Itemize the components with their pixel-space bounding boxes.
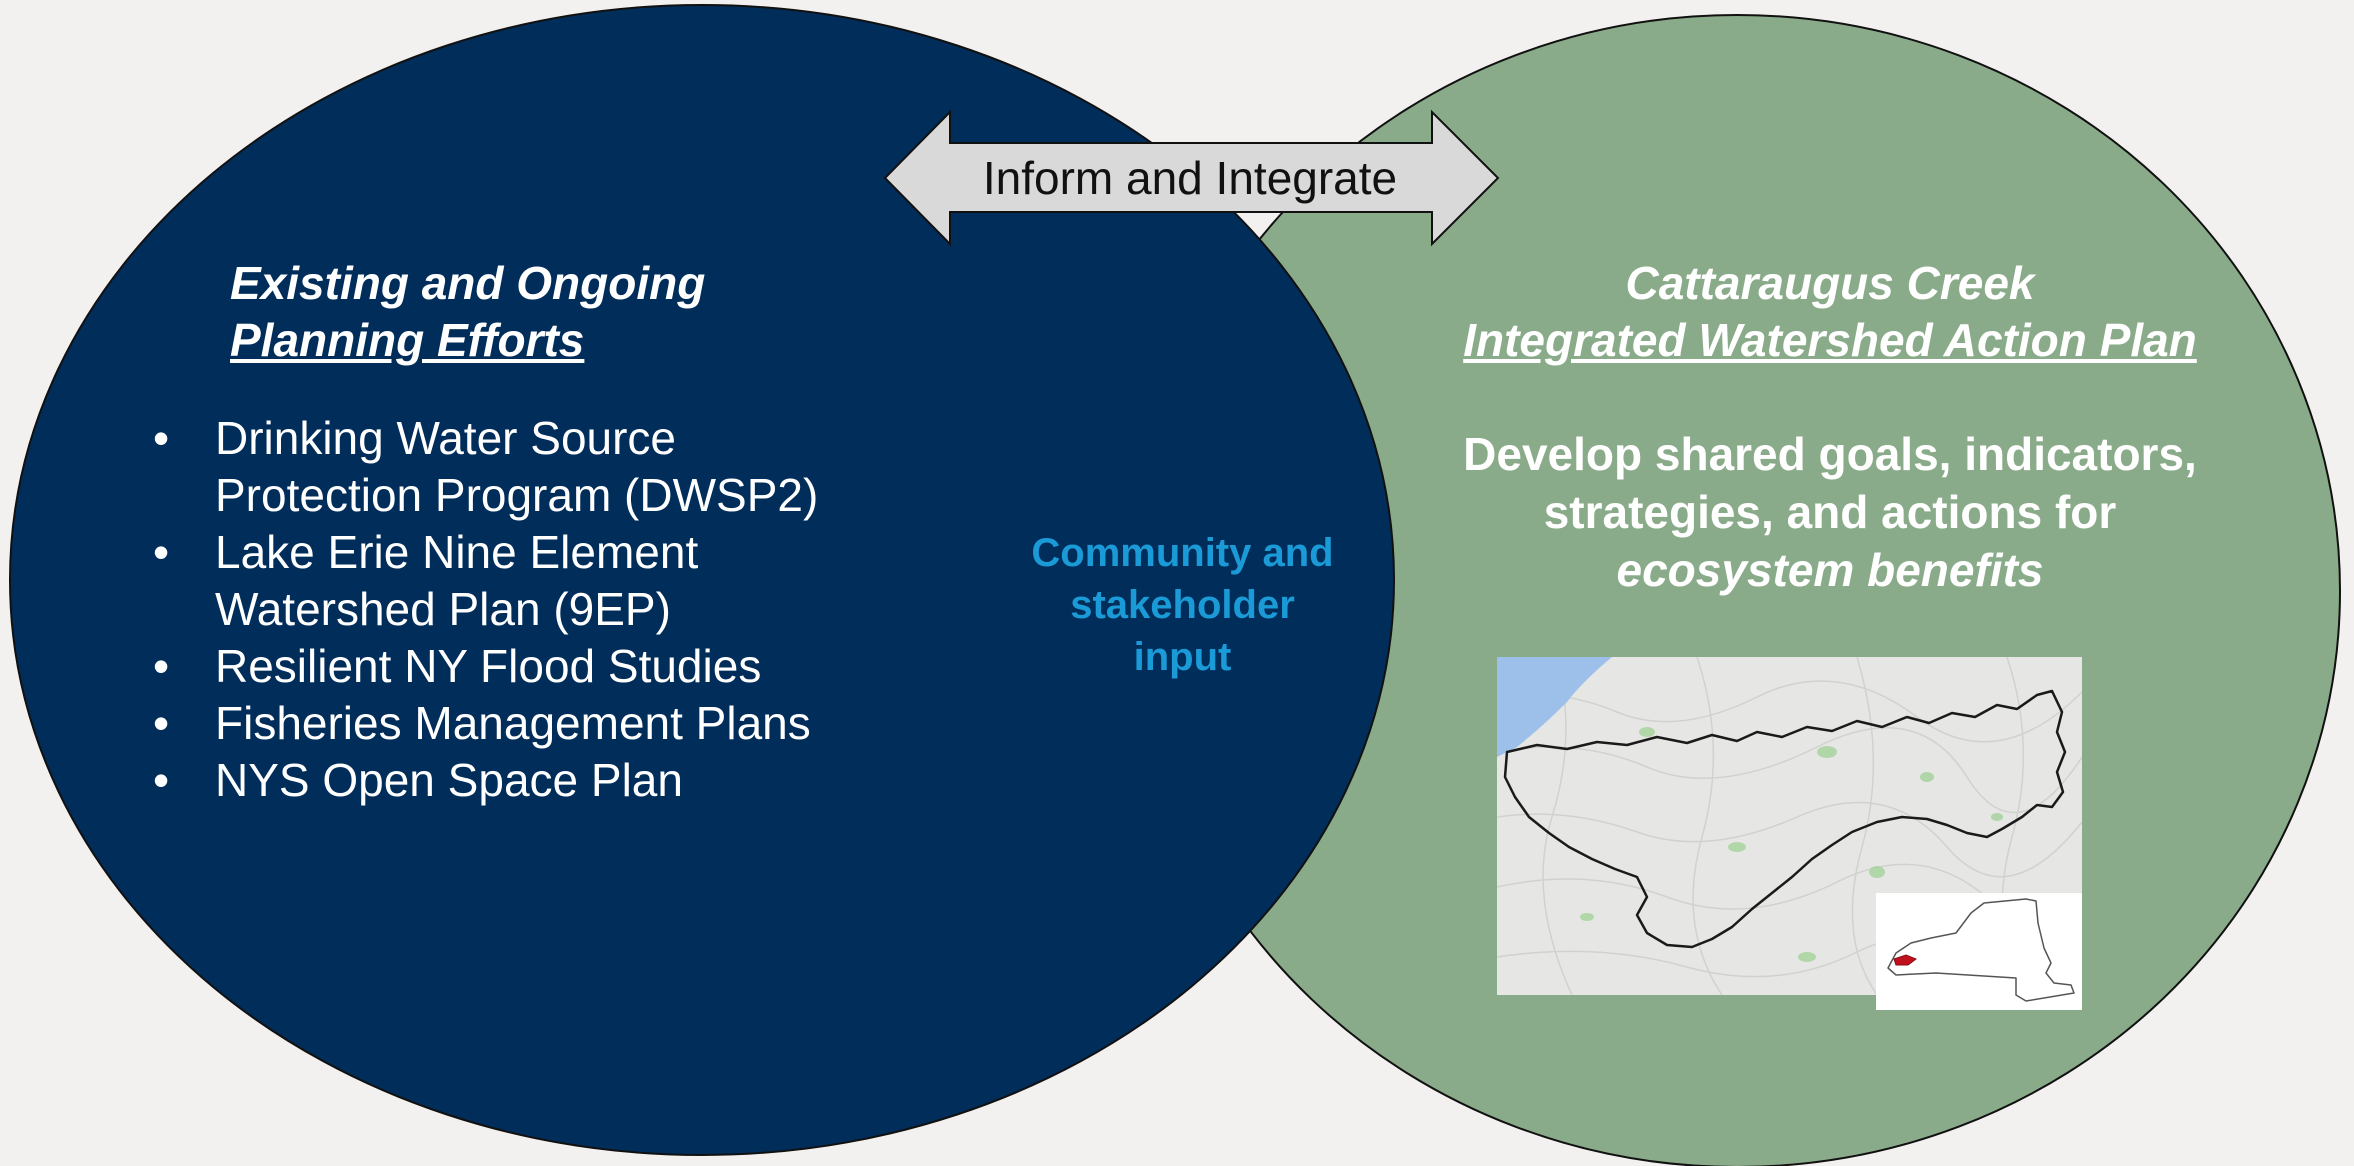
right-title-line2: Integrated Watershed Action Plan [1463,314,2197,366]
new-york-state-outline-icon [1876,893,2082,1010]
left-title-line2: Planning Efforts [230,314,585,366]
list-item: •NYS Open Space Plan [150,752,930,809]
right-title: Cattaraugus Creek Integrated Watershed A… [1330,255,2330,369]
community-input-label: Community and stakeholder input [1031,531,1334,679]
double-arrow-icon [883,109,1500,247]
bullet: • [153,697,170,749]
bullet: • [153,754,170,806]
watershed-boundary [1503,689,2067,949]
right-title-line1: Cattaraugus Creek [1625,257,2035,309]
left-circle [9,4,1395,1156]
list-item: •Fisheries Management Plans [150,695,930,752]
bullet: • [153,526,170,578]
bullet: • [153,640,170,692]
goals-statement: Develop shared goals, indicators, strate… [1463,428,2197,596]
bullet: • [153,412,170,464]
list-item: •Resilient NY Flood Studies [150,638,930,695]
left-title-line1: Existing and Ongoing [230,257,706,309]
arrow-label: Inform and Integrate [982,152,1398,204]
left-title: Existing and Ongoing Planning Efforts [230,255,705,369]
